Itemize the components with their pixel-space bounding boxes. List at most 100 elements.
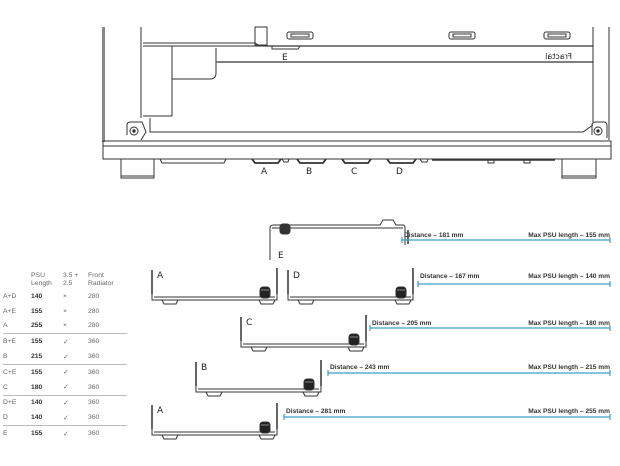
measurement-line: Distance – 205 mm Max PSU length – 180 mm (369, 320, 611, 331)
fractal-logo-mirrored: Fractal (545, 52, 572, 61)
top-vent-handle (286, 31, 314, 40)
case-left-panel (102, 27, 105, 142)
psu-bracket-a: A (151, 403, 278, 440)
mount-point-a (251, 158, 282, 164)
config-cell: D (3, 414, 8, 422)
measurement-line: Distance – 243 mm Max PSU length – 215 mm (327, 364, 611, 376)
front-radiator-cell: 360 (88, 383, 100, 391)
distance-label: Distance – 181 mm (404, 232, 464, 239)
top-vent-handle (448, 31, 476, 40)
front-radiator-cell: 360 (88, 353, 100, 361)
config-cell: D+E (3, 399, 17, 407)
drive-support-cell: ✓ (63, 430, 69, 438)
front-radiator-cell: 360 (88, 399, 100, 407)
table-row: D+E 140 ✓ 360 (3, 394, 127, 411)
bottom-vent (159, 158, 227, 164)
bracket-label: A (157, 271, 164, 281)
drive-support-cell: × (63, 292, 67, 300)
mount-point-d (386, 158, 417, 164)
psu-length-cell: 155 (31, 430, 43, 438)
psu-bracket-e: E (269, 219, 409, 261)
drive-support-cell: ✓ (63, 338, 69, 346)
measurement-line: Distance – 281 mm Max PSU length – 255 mm (283, 408, 611, 420)
psu-length-cell: 155 (31, 338, 43, 346)
front-radiator-cell: 360 (88, 338, 100, 346)
max-psu-length-label: Max PSU length – 180 mm (528, 320, 610, 327)
corner-screw-right (591, 121, 608, 138)
psu-length-cell: 255 (31, 322, 43, 330)
bracket-label: C (246, 318, 252, 328)
front-radiator-cell: 280 (88, 292, 100, 300)
bracket-label: D (293, 271, 300, 281)
table-row: A+D 140 × 280 (3, 289, 127, 304)
distance-label: Distance – 205 mm (372, 320, 432, 327)
mount-label-a: A (261, 167, 268, 177)
bracket-label: E (278, 251, 284, 261)
case-foot-left (120, 159, 155, 179)
bracket-label: B (201, 363, 207, 373)
bracket-label: A (157, 406, 164, 416)
mount-label-b: B (306, 167, 312, 177)
psu-bracket-a: A (151, 268, 278, 305)
drive-support-cell: × (63, 307, 67, 315)
front-radiator-cell: 280 (88, 322, 100, 330)
mount-label-c: C (351, 167, 357, 177)
header-drive-support: 3.5 + 2.5 (63, 272, 79, 287)
max-psu-length-label: Max PSU length – 255 mm (528, 408, 610, 415)
config-cell: E (3, 430, 8, 438)
case-bracket-top (254, 26, 268, 46)
psu-length-cell: 140 (31, 292, 43, 300)
drive-support-cell: × (63, 322, 67, 330)
table-row: A 255 × 280 (3, 319, 127, 334)
drive-support-cell: ✓ (63, 399, 69, 407)
psu-length-cell: 155 (31, 368, 43, 376)
mount-point-c (341, 158, 372, 164)
measurement-line: Distance – 167 mm Max PSU length – 140 mm (417, 273, 611, 287)
distance-label: Distance – 281 mm (286, 408, 346, 415)
config-cell: A+E (3, 307, 17, 315)
psu-length-cell: 180 (31, 383, 43, 391)
config-cell: B+E (3, 338, 17, 346)
table-row: B 215 ✓ 360 (3, 349, 127, 364)
psu-length-cell: 140 (31, 399, 43, 407)
config-cell: B (3, 353, 8, 361)
drive-support-cell: ✓ (63, 353, 69, 361)
case-base-plate (102, 140, 612, 160)
table-row: A+E 155 × 280 (3, 304, 127, 319)
psu-length-cell: 155 (31, 307, 43, 315)
corner-screw-left (126, 121, 147, 141)
table-row: C+E 155 ✓ 360 (3, 363, 127, 380)
front-radiator-cell: 360 (88, 414, 100, 422)
distance-label: Distance – 243 mm (330, 364, 390, 371)
front-radiator-cell: 360 (88, 368, 100, 376)
max-psu-length-label: Max PSU length – 155 mm (528, 232, 610, 239)
table-row: B+E 155 ✓ 360 (3, 333, 127, 349)
header-front-radiator: Front Radiator (88, 272, 114, 287)
max-psu-length-label: Max PSU length – 215 mm (528, 364, 610, 371)
drive-support-cell: ✓ (63, 414, 69, 422)
config-cell: C (3, 383, 8, 391)
config-cell: C+E (3, 368, 17, 376)
config-cell: A (3, 322, 8, 330)
table-row: C 180 ✓ 360 (3, 380, 127, 395)
drive-support-cell: ✓ (63, 369, 69, 377)
case-foot-right (561, 159, 597, 179)
psu-length-cell: 215 (31, 353, 43, 361)
top-vent-handle (543, 31, 571, 40)
measurement-line: Distance – 181 mm Max PSU length – 155 mm (401, 232, 611, 243)
front-radiator-cell: 280 (88, 307, 100, 315)
max-psu-length-label: Max PSU length – 140 mm (528, 273, 610, 280)
drive-support-cell: ✓ (63, 384, 69, 392)
psu-bracket-b: B (195, 360, 322, 397)
mount-label-d: D (396, 167, 403, 177)
header-psu-length: PSU Length (31, 272, 52, 287)
mount-label-e: E (282, 53, 288, 63)
mount-point-b (296, 158, 327, 164)
distance-label: Distance – 167 mm (420, 273, 480, 280)
psu-bracket-d: D (287, 268, 414, 305)
config-cell: A+D (3, 292, 17, 300)
case-drawing: Fractal E A B C D (102, 26, 612, 179)
